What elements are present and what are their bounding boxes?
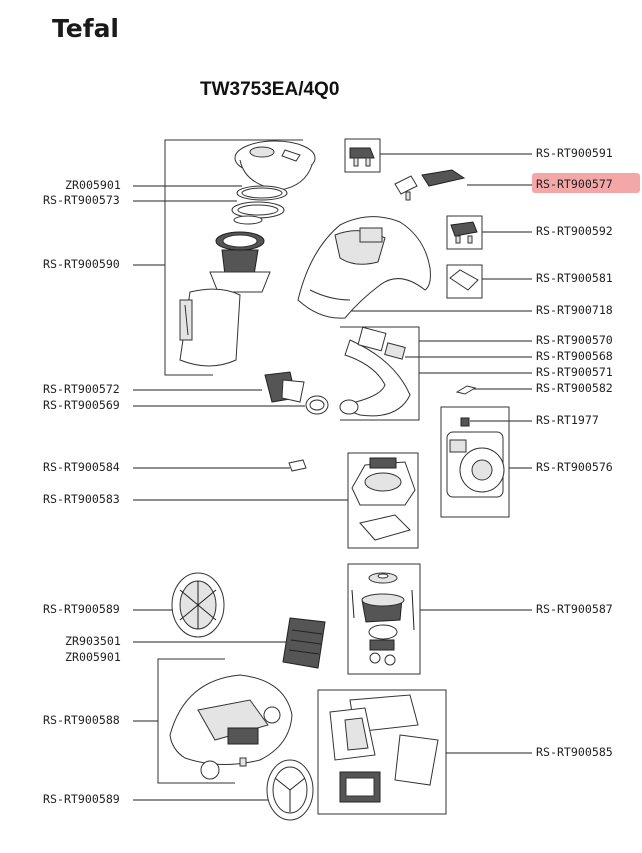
- label-rs-rt1977[interactable]: RS-RT1977: [536, 413, 599, 427]
- label-rs-rt900718[interactable]: RS-RT900718: [536, 303, 613, 317]
- latch-rs-rt900577-part: [394, 169, 466, 201]
- brand-logo: Tefal: [52, 14, 119, 43]
- wheel-part: [266, 759, 314, 821]
- label-rs-rt900589-bottom[interactable]: RS-RT900589: [43, 792, 120, 806]
- clip-rs-rt900584-part: [288, 459, 307, 472]
- label-rs-rt900591[interactable]: RS-RT900591: [536, 146, 613, 160]
- inlet-tube-part: [339, 326, 411, 417]
- label-rs-rt900584[interactable]: RS-RT900584: [43, 460, 120, 474]
- label-rs-rt900572[interactable]: RS-RT900572: [43, 382, 120, 396]
- label-rs-rt900592[interactable]: RS-RT900592: [536, 224, 613, 238]
- rear-grille-part: [171, 572, 225, 638]
- motor-parts-part: [351, 572, 415, 666]
- dust-container-part: [179, 288, 241, 367]
- label-rs-rt900585[interactable]: RS-RT900585: [536, 745, 613, 759]
- inlet-connector-part: [264, 371, 305, 403]
- top-cover-part: [297, 216, 431, 319]
- label-rs-rt900573[interactable]: RS-RT900573: [43, 193, 120, 207]
- parts: [169, 140, 505, 821]
- label-rs-rt900588[interactable]: RS-RT900588: [43, 713, 120, 727]
- label-zr903501[interactable]: ZR903501: [65, 634, 121, 648]
- cyclone-lid-part: [234, 140, 316, 191]
- clip-rs-rt900582-part: [455, 385, 477, 395]
- label-rs-rt900582[interactable]: RS-RT900582: [536, 381, 613, 395]
- model-number: TW3753EA/4Q0: [200, 79, 339, 100]
- hepa-filter-part: [282, 617, 326, 669]
- main-body-part: [169, 674, 293, 780]
- label-rs-rt900581[interactable]: RS-RT900581: [536, 271, 613, 285]
- label-rs-rt900571[interactable]: RS-RT900571: [536, 365, 613, 379]
- label-rs-rt900569[interactable]: RS-RT900569: [43, 398, 120, 412]
- label-rs-rt900589-top[interactable]: RS-RT900589: [43, 602, 120, 616]
- left-labels: ZR005901 RS-RT900573 RS-RT900590 RS-RT90…: [43, 178, 121, 806]
- motor-unit-part: [446, 417, 505, 498]
- button-rs-rt900591-part: [349, 147, 375, 159]
- clip-rs-rt900581-part: [449, 269, 479, 291]
- label-rs-rt900590[interactable]: RS-RT900590: [43, 257, 120, 271]
- label-zr005901-top[interactable]: ZR005901: [65, 178, 121, 192]
- button-rs-rt900592-part: [450, 221, 478, 237]
- cyclone-filter-part: [209, 231, 271, 293]
- right-labels: RS-RT900591 RS-RT900577 RS-RT900592 RS-R…: [536, 146, 613, 759]
- label-rs-rt900587[interactable]: RS-RT900587: [536, 602, 613, 616]
- filter-holder-part: [351, 457, 416, 541]
- label-rs-rt900583[interactable]: RS-RT900583: [43, 492, 120, 506]
- group-brackets: [157, 138, 510, 815]
- cassette-part: [329, 694, 439, 803]
- label-rs-rt900568[interactable]: RS-RT900568: [536, 349, 613, 363]
- leader-lines: [133, 153, 532, 801]
- label-rs-rt900576[interactable]: RS-RT900576: [536, 460, 613, 474]
- label-rs-rt900570[interactable]: RS-RT900570: [536, 333, 613, 347]
- label-zr005901-bottom[interactable]: ZR005901: [65, 650, 121, 664]
- label-rs-rt900577[interactable]: RS-RT900577: [536, 177, 613, 191]
- highlight-box: [532, 173, 640, 193]
